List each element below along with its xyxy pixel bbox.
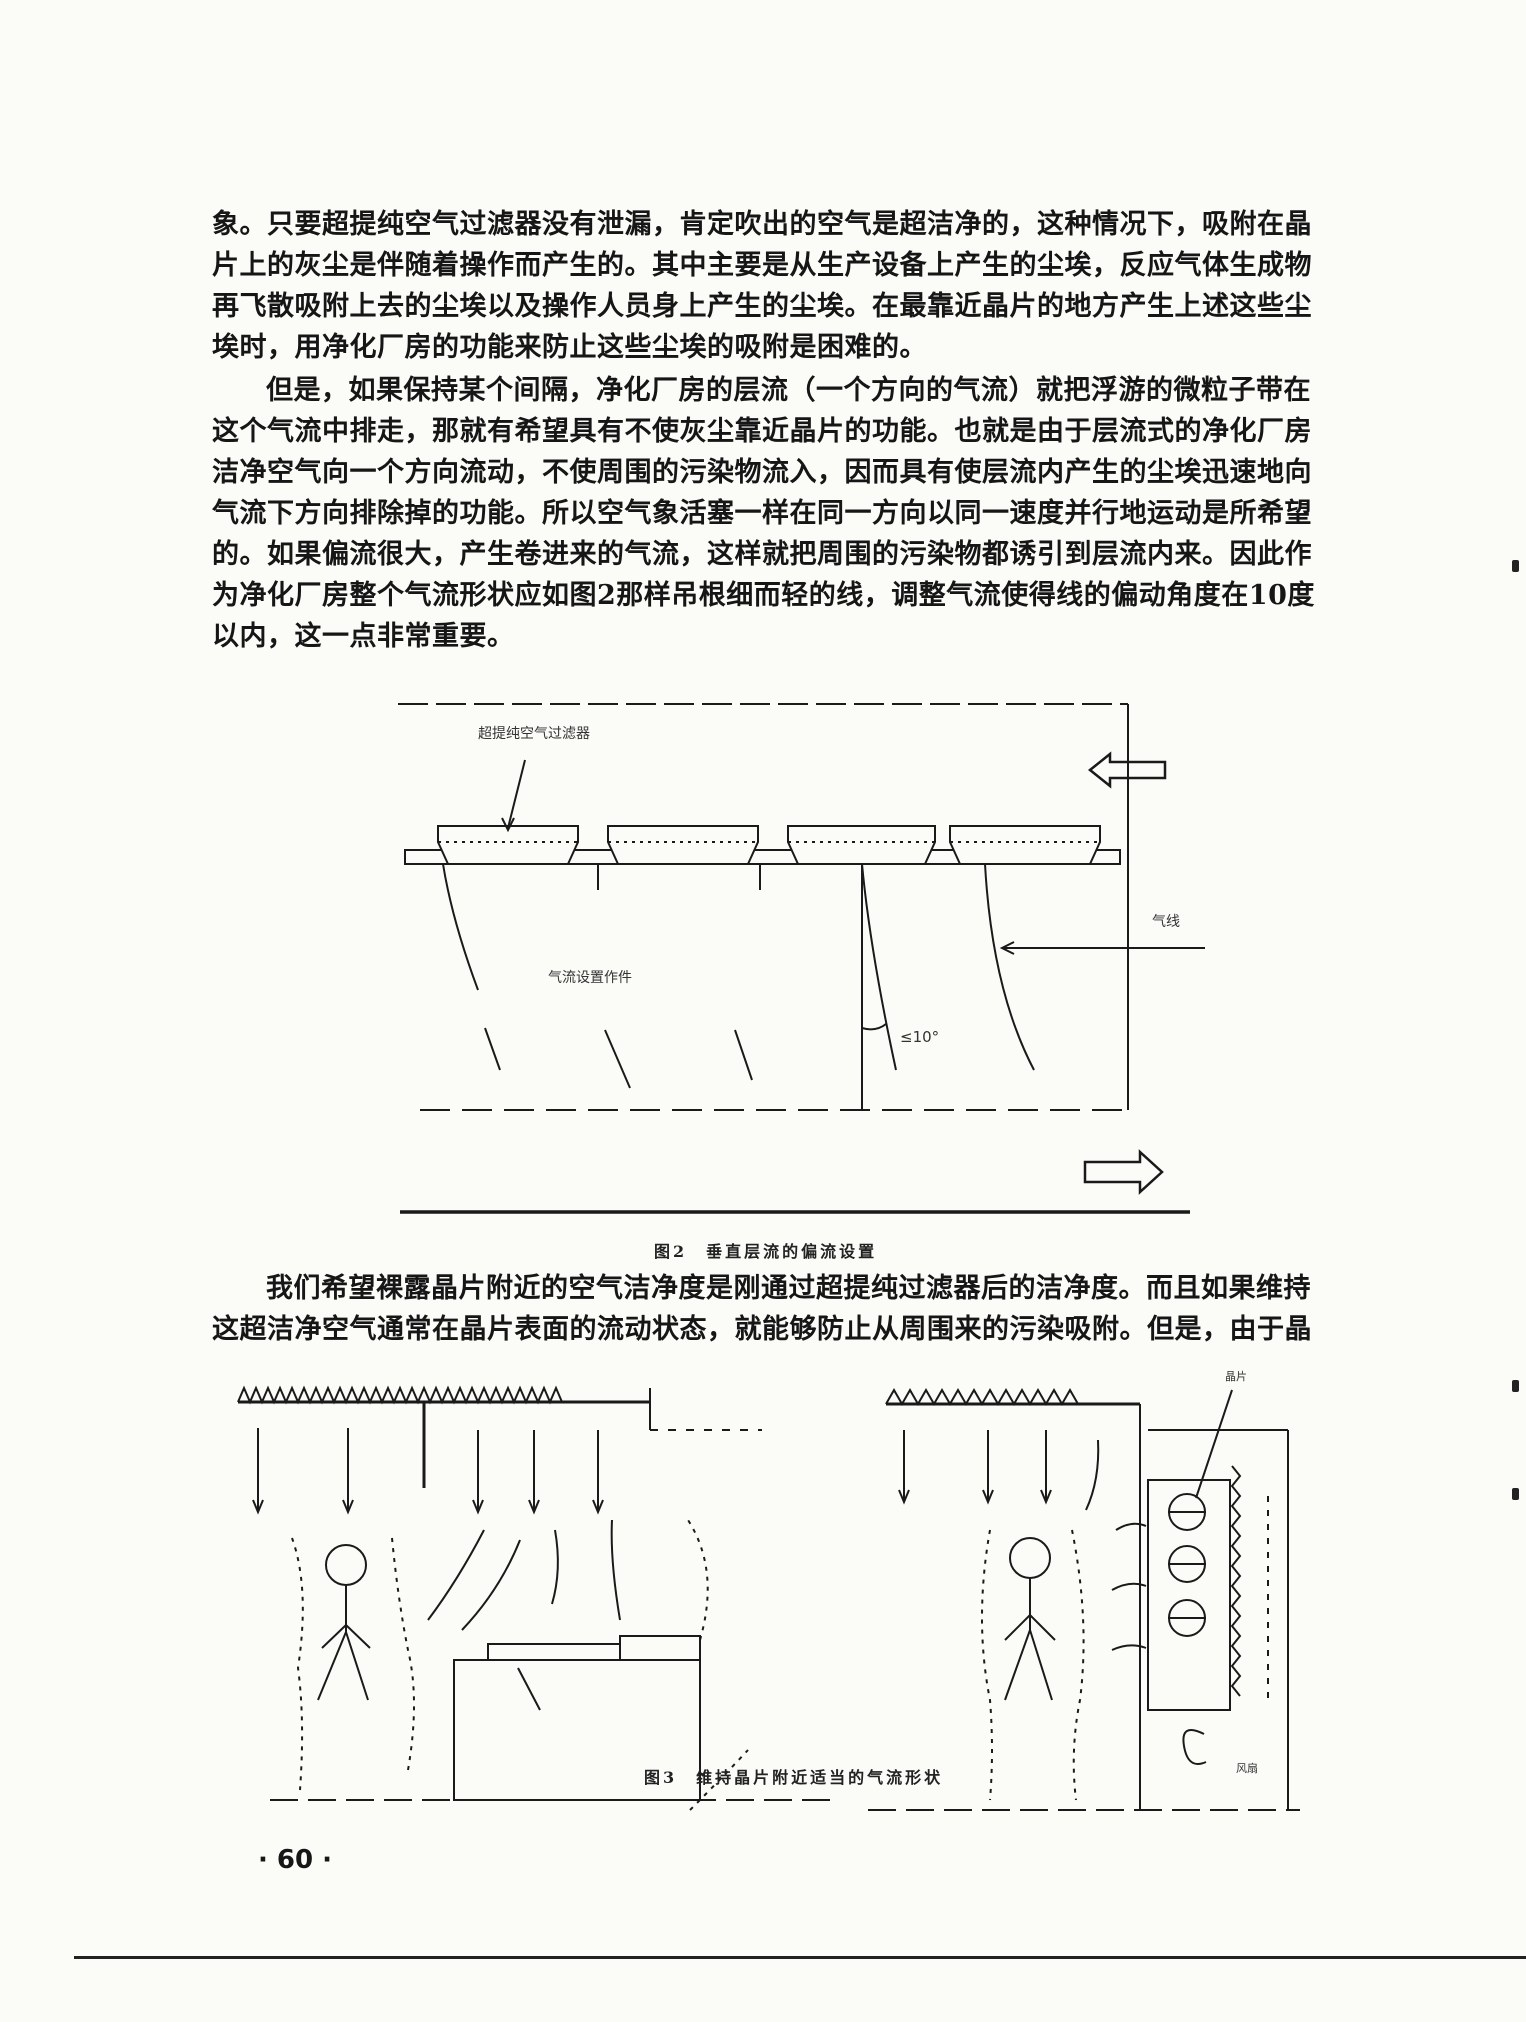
text-line: 我们希望裸露晶片附近的空气洁净度是刚通过超提纯过滤器后的洁净度。而且如果维持 xyxy=(266,1273,1311,1304)
margin-mark xyxy=(1512,560,1519,572)
text-line: 这超洁净空气通常在晶片表面的流动状态，就能够防止从周围来的污染吸附。但是，由于晶 xyxy=(212,1314,1312,1345)
figure-2-caption: 图2 垂直层流的偏流设置 xyxy=(654,1242,878,1261)
bottom-rule xyxy=(74,1956,1526,1959)
text-line: 但是，如果保持某个间隔，净化厂房的层流（一个方向的气流）就把浮游的微粒子带在 xyxy=(266,375,1311,406)
page-number: · 60 · xyxy=(258,1845,333,1875)
text-line: 象。只要超提纯空气过滤器没有泄漏，肯定吹出的空气是超洁净的，这种情况下，吸附在晶 xyxy=(212,209,1312,240)
text-line: 洁净空气向一个方向流动，不使周围的污染物流入，因而具有使层流内产生的尘埃迅速地向 xyxy=(212,457,1312,488)
margin-mark xyxy=(1512,1488,1519,1500)
filter-unit xyxy=(949,825,1101,865)
filter-label: 超提纯空气过滤器 xyxy=(478,726,590,742)
fan-label: 风扇 xyxy=(1236,1761,1258,1775)
angle-label: ≤10° xyxy=(900,1028,939,1046)
paragraph-2: 但是，如果保持某个间隔，净化厂房的层流（一个方向的气流）就把浮游的微粒子带在 这… xyxy=(212,370,1372,657)
text-line: 以内，这一点非常重要。 xyxy=(212,621,515,652)
text-line: 片上的灰尘是伴随着操作而产生的。其中主要是从生产设备上产生的尘埃，反应气体生成物 xyxy=(212,250,1312,281)
figure-3-caption: 图3 维持晶片附近适当的气流形状 xyxy=(644,1768,944,1787)
text-line: 为净化厂房整个气流形状应如图2那样吊根细而轻的线，调整气流使得线的偏动角度在10… xyxy=(212,580,1315,611)
wafer-label: 晶片 xyxy=(1225,1370,1247,1383)
figure-3-diagram: 晶片 风扇 xyxy=(237,1370,1300,1811)
left-panel xyxy=(237,1385,840,1811)
text-line: 埃时，用净化厂房的功能来防止这些尘埃的吸附是困难的。 xyxy=(212,332,927,363)
text-line: 再飞散吸附上去的尘埃以及操作人员身上产生的尘埃。在最靠近晶片的地方产生上述这些尘 xyxy=(212,291,1312,322)
text-line: 这个气流中排走，那就有希望具有不使灰尘靠近晶片的功能。也就是由于层流式的净化厂房 xyxy=(212,416,1312,447)
margin-mark xyxy=(1512,1380,1519,1392)
air-line-label: 气线 xyxy=(1152,914,1180,930)
right-panel xyxy=(868,1387,1300,1811)
filter-unit xyxy=(437,825,579,865)
worker-figure xyxy=(317,1544,371,1701)
text-line: 的。如果偏流很大，产生卷进来的气流，这样就把周围的污染物都诱引到层流内来。因此作 xyxy=(212,539,1312,570)
setup-label: 气流设置作件 xyxy=(548,970,632,986)
paragraph-3: 我们希望裸露晶片附近的空气洁净度是刚通过超提纯过滤器后的洁净度。而且如果维持 这… xyxy=(212,1268,1372,1350)
paragraph-1: 象。只要超提纯空气过滤器没有泄漏，肯定吹出的空气是超洁净的，这种情况下，吸附在晶… xyxy=(212,204,1372,368)
text-line: 气流下方向排除掉的功能。所以空气象活塞一样在同一方向以同一速度并行地运动是所希望 xyxy=(212,498,1312,529)
filter-unit xyxy=(607,825,759,865)
figure-2-diagram: 超提纯空气过滤器 气线 气流设置作件 ≤10° xyxy=(398,703,1205,1214)
fan-housing xyxy=(1147,1465,1242,1765)
filter-unit xyxy=(787,825,936,865)
worker-figure xyxy=(1004,1537,1056,1701)
